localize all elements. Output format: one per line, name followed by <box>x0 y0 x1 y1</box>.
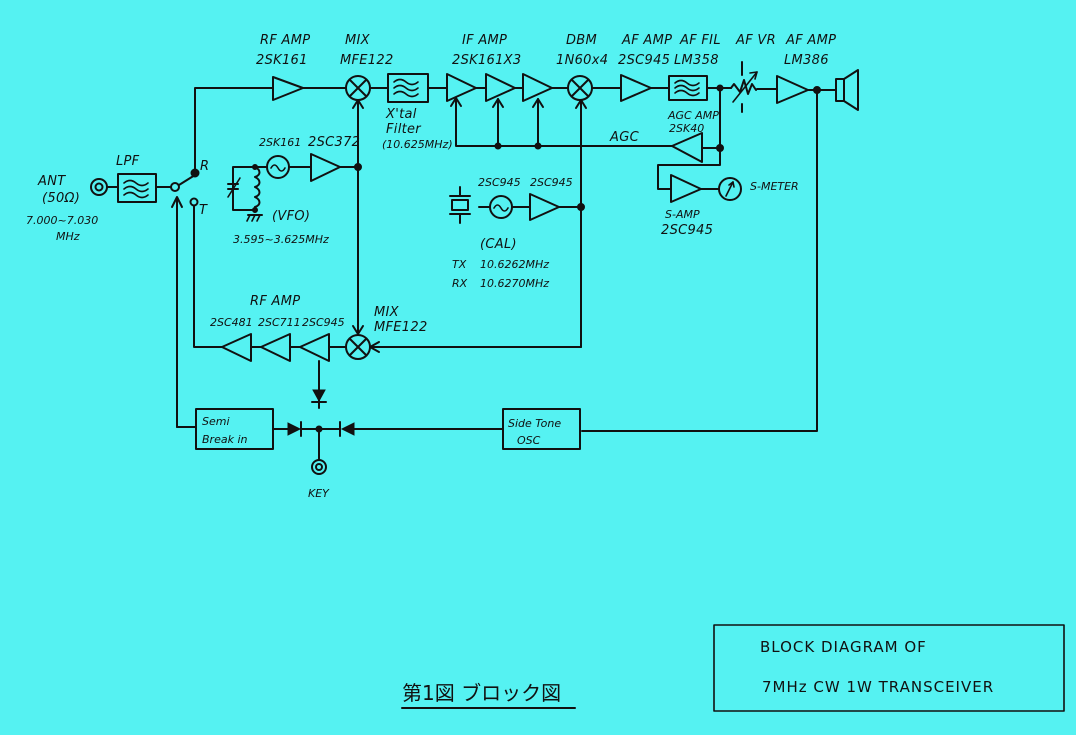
cal-rx-freq: 10.6270MHz <box>480 277 549 290</box>
side-tone-line1: Side Tone <box>508 417 561 430</box>
af-amp2-triangle <box>776 75 809 104</box>
antenna-label: ANT <box>37 174 66 189</box>
title-line2: 7MHz CW 1W TRANSCEIVER <box>762 678 994 696</box>
if-amp-part: 2SK161X3 <box>452 53 521 68</box>
speaker-icon <box>835 69 859 111</box>
s-meter-icon <box>718 177 742 201</box>
dbm-part: 1N60x4 <box>556 53 608 68</box>
vfo-tank-circuit <box>227 164 263 222</box>
dbm-mixer <box>567 75 593 101</box>
af-filter-block <box>668 75 708 101</box>
s-meter-label: S-METER <box>750 180 799 193</box>
tx-rf-amp-label: RF AMP <box>250 294 300 309</box>
rx-rf-amp-part: 2SK161 <box>256 53 308 68</box>
cal-buffer-triangle <box>529 193 560 221</box>
side-tone-osc-block <box>502 408 581 450</box>
agc-amp-part: 2SK40 <box>669 122 704 135</box>
agc-amp-triangle <box>671 132 703 163</box>
antenna-freq: 7.000~7.030 <box>26 214 98 227</box>
semi-break-line1: Semi <box>202 415 230 428</box>
xtal-filter-freq: (10.625MHz) <box>382 138 453 151</box>
antenna-freq-unit: MHz <box>56 230 80 243</box>
af-amp2-label: AF AMP <box>785 33 836 48</box>
s-amp-triangle <box>670 174 702 203</box>
agc-label: AGC <box>609 130 640 145</box>
if-amp-stage1 <box>446 73 477 102</box>
vfo-buf-part: 2SC372 <box>308 135 360 150</box>
af-amp1-label: AF AMP <box>621 33 672 48</box>
tx-rf-amp-part2: 2SC711 <box>258 316 301 329</box>
key-diode-right <box>339 421 355 437</box>
rx-rf-amp-label: RF AMP <box>260 33 310 48</box>
tx-mixer <box>345 334 371 360</box>
tx-amp-stage2 <box>260 333 291 362</box>
cal-rx-label: RX <box>452 277 468 290</box>
side-tone-line2: OSC <box>517 434 541 447</box>
if-amp-stage2 <box>485 73 516 102</box>
key-label: KEY <box>308 487 330 500</box>
af-fil-part: LM358 <box>674 53 719 68</box>
crystal-icon <box>449 186 471 224</box>
figure-caption-jp: 第1図 ブロック図 <box>402 681 561 705</box>
key-jack-icon <box>311 459 327 475</box>
semi-break-line2: Break in <box>202 433 248 446</box>
xtal-filter-block <box>387 73 429 103</box>
af-vr-label: AF VR <box>735 33 776 48</box>
af-amp1-part: 2SC945 <box>618 53 670 68</box>
vfo-label: (VFO) <box>272 209 310 224</box>
tx-rf-amp-part3: 2SC945 <box>302 316 345 329</box>
cal-tx-label: TX <box>452 258 467 271</box>
cal-tx-freq: 10.6262MHz <box>480 258 549 271</box>
vfo-oscillator <box>266 155 290 179</box>
af-fil-label: AF FIL <box>679 33 721 48</box>
tx-amp-stage1 <box>299 333 330 362</box>
agc-amp-label: AGC AMP <box>667 109 719 122</box>
switch-t-label: T <box>199 203 208 218</box>
vfo-range: 3.595~3.625MHz <box>233 233 329 246</box>
switch-r-label: R <box>200 159 209 174</box>
if-amp-label: IF AMP <box>462 33 507 48</box>
lpf-label: LPF <box>116 154 140 169</box>
title-box <box>713 624 1065 712</box>
dbm-label: DBM <box>566 33 597 48</box>
tx-amp-stage3 <box>221 333 252 362</box>
af-volume-resistor <box>730 61 758 113</box>
antenna-impedance: (50Ω) <box>42 191 80 206</box>
vfo-buffer-triangle <box>310 153 341 182</box>
cal-buf-part: 2SC945 <box>530 176 573 189</box>
xtal-filter-label1: X'tal <box>385 107 417 122</box>
title-line1: BLOCK DIAGRAM OF <box>760 638 927 656</box>
if-amp-stage3 <box>522 73 553 102</box>
af-amp2-part: LM386 <box>784 53 829 68</box>
rx-mix-label: MIX <box>345 33 371 48</box>
key-diode-vertical <box>311 389 327 403</box>
s-amp-part: 2SC945 <box>661 223 713 238</box>
cal-oscillator <box>489 195 513 219</box>
key-diode-left <box>287 421 302 437</box>
antenna-connector <box>90 178 108 196</box>
rx-rf-amp-triangle <box>272 76 304 101</box>
xtal-filter-label2: Filter <box>386 122 422 137</box>
cal-osc-part: 2SC945 <box>478 176 521 189</box>
lpf-block <box>117 173 157 203</box>
s-amp-label: S-AMP <box>665 208 700 221</box>
rx-mixer <box>345 75 371 101</box>
cal-label: (CAL) <box>480 237 517 252</box>
tx-mix-label: MIX <box>374 305 400 320</box>
rx-mix-part: MFE122 <box>340 53 394 68</box>
vfo-osc-part: 2SK161 <box>259 136 301 149</box>
tx-rf-amp-part1: 2SC481 <box>210 316 253 329</box>
af-amp1-triangle <box>620 74 652 102</box>
tx-mix-part: MFE122 <box>374 320 428 335</box>
